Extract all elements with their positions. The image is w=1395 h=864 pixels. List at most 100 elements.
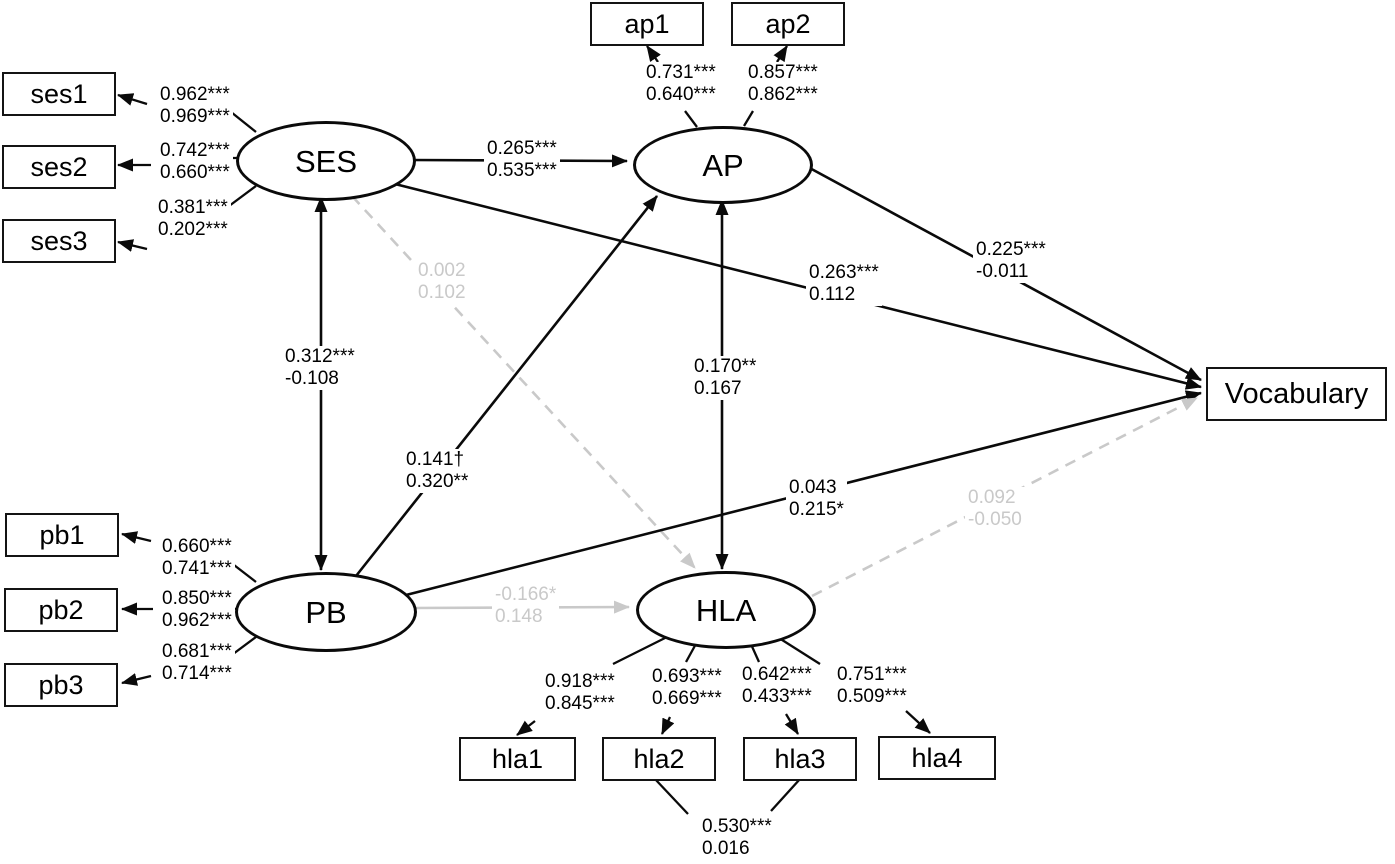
path-label-pb-hla: -0.166*0.148 (492, 584, 560, 628)
stub-hla-hla1 (612, 635, 668, 666)
observed-label: ses1 (30, 78, 88, 109)
coef-model1: 0.043 (789, 477, 837, 498)
arrow-into-hla4 (905, 710, 931, 734)
indicator-stubs (220, 103, 821, 815)
observed-node-pb1: pb1 (5, 513, 119, 557)
observed-node-hla1: hla1 (459, 737, 576, 781)
stub-ap-ap1 (684, 110, 698, 128)
observed-node-ap1: ap1 (590, 2, 704, 46)
coef-model2: 0.433*** (742, 686, 812, 707)
loading-label-hla3: 0.642***0.433*** (739, 664, 815, 708)
path-label-hla-vocabulary: 0.092-0.050 (965, 487, 1025, 531)
coef-model2: 0.962*** (162, 610, 232, 631)
observed-label: hla2 (633, 743, 685, 774)
coef-model1: 0.170** (694, 356, 757, 377)
loading-label-pb3: 0.681***0.714*** (159, 641, 235, 685)
observed-label: pb1 (39, 519, 85, 550)
observed-label: ap2 (765, 8, 811, 39)
coef-model2: 0.102 (418, 282, 466, 303)
observed-label: hla3 (774, 743, 826, 774)
coef-model1: 0.092 (968, 487, 1016, 508)
arrow-into-hla3 (784, 713, 799, 735)
latent-label: PB (305, 594, 347, 630)
coef-model1: 0.731*** (646, 62, 716, 83)
structural-paths (314, 154, 1202, 614)
loading-label-ses3: 0.381***0.202*** (155, 197, 231, 241)
coef-model1: 0.742*** (160, 140, 230, 161)
coef-model1: 0.263*** (809, 262, 879, 283)
coef-model1: 0.681*** (162, 641, 232, 662)
loading-label-ap2: 0.857***0.862*** (745, 62, 821, 106)
coef-model2: 0.167 (694, 378, 742, 399)
coef-model1: 0.918*** (545, 671, 615, 692)
arrow-into-ap1 (646, 45, 661, 63)
coef-model2: 0.215* (789, 499, 844, 520)
coef-model1: 0.962*** (160, 84, 230, 105)
observed-label: ap1 (624, 8, 670, 39)
coef-model1: 0.141† (406, 449, 465, 470)
loading-label-ses2: 0.742***0.660*** (157, 140, 233, 184)
coef-model2: 0.148 (495, 606, 543, 627)
observed-node-hla2: hla2 (602, 737, 716, 781)
coef-model2: -0.050 (968, 509, 1022, 530)
loading-label-ses1: 0.962***0.969*** (157, 84, 233, 128)
coef-model2: 0.969*** (160, 106, 230, 127)
coef-model2: 0.016 (702, 838, 750, 859)
observed-node-ses2: ses2 (2, 145, 116, 189)
path-label-ses-vocabulary: 0.263***0.112 (806, 262, 882, 306)
coef-model2: 0.112 (809, 284, 856, 305)
path-label-ap-vocabulary: 0.225***-0.011 (973, 239, 1049, 283)
coef-model2: 0.535*** (487, 160, 557, 181)
loading-label-hla2: 0.693***0.669*** (649, 666, 725, 710)
coef-model2: 0.845*** (545, 693, 615, 714)
latent-node-ap: AP (633, 126, 813, 204)
loading-label-pb2: 0.850***0.962*** (159, 588, 235, 632)
path-label-pb-ap: 0.141†0.320** (403, 449, 472, 493)
loading-label-hla4: 0.751***0.509*** (834, 664, 910, 708)
arrow-into-hla2 (660, 716, 675, 735)
observed-label: hla1 (491, 743, 544, 774)
observed-node-hla3: hla3 (743, 737, 857, 781)
observed-node-pb3: pb3 (4, 663, 118, 707)
indicator-arrows (117, 45, 931, 736)
loading-label-hla1: 0.918***0.845*** (542, 671, 618, 715)
coef-model1: 0.312*** (285, 346, 355, 367)
coef-model2: 0.509*** (837, 686, 907, 707)
latent-label: AP (702, 147, 744, 183)
coef-model1: 0.530*** (702, 816, 772, 837)
loading-label-pb1: 0.660***0.741*** (159, 536, 235, 580)
coef-model1: 0.265*** (487, 138, 557, 159)
latent-node-ses: SES (236, 121, 416, 201)
latent-node-hla: HLA (636, 571, 816, 649)
observed-label: Vocabulary (1224, 377, 1369, 410)
coef-model2: -0.011 (976, 261, 1029, 282)
coef-model2: -0.108 (285, 368, 339, 389)
coef-model2: 0.202*** (158, 219, 228, 240)
stub-error-hla3 (770, 778, 801, 812)
coef-model2: 0.320** (406, 471, 469, 492)
coef-model2: 0.714*** (162, 663, 232, 684)
coef-model1: 0.857*** (748, 62, 818, 83)
coef-model1: 0.642*** (742, 664, 812, 685)
coef-model1: 0.002 (418, 260, 466, 281)
path-label-ses-ap: 0.265***0.535*** (484, 138, 560, 182)
observed-node-vocabulary: Vocabulary (1206, 367, 1387, 421)
observed-node-ap2: ap2 (731, 2, 845, 46)
arrow-into-pb3 (121, 673, 152, 686)
coef-model2: 0.640*** (646, 84, 716, 105)
arrow-into-ses3 (117, 239, 148, 252)
coef-model1: -0.166* (495, 584, 557, 605)
path-label-ses-pb: 0.312***-0.108 (282, 346, 358, 390)
observed-node-pb2: pb2 (4, 588, 118, 632)
observed-label: pb3 (38, 669, 84, 700)
stub-hla-hla4 (778, 637, 821, 665)
observed-label: ses3 (30, 225, 88, 256)
path-label-ap-hla: 0.170**0.167 (691, 356, 760, 400)
coef-model2: 0.669*** (652, 688, 722, 709)
coef-model2: 0.862*** (748, 84, 818, 105)
coef-model1: 0.660*** (162, 536, 232, 557)
latent-label: SES (294, 143, 358, 179)
coef-model2: 0.741*** (162, 558, 232, 579)
